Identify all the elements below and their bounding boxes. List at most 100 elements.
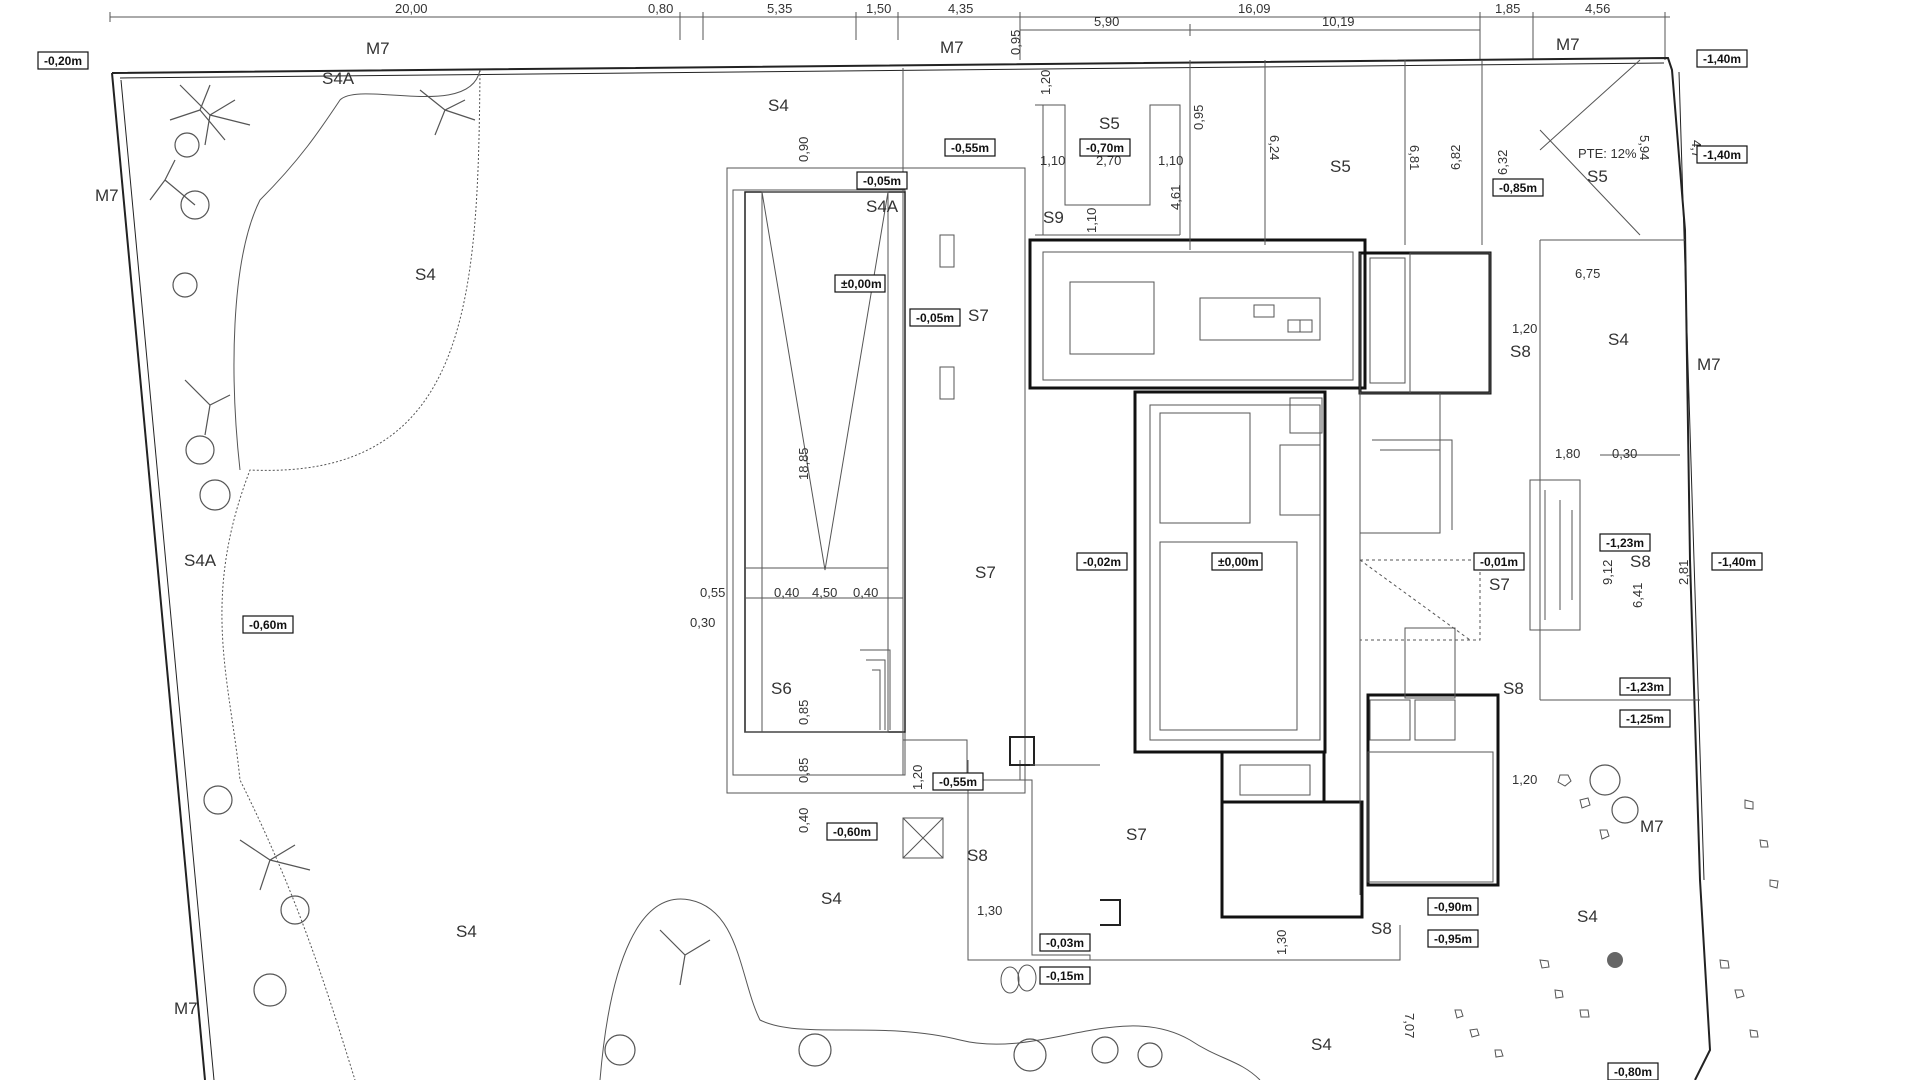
pool-fixtures: [902, 234, 955, 859]
site-boundary: [111, 56, 1712, 1080]
dim-0-80: 0,80: [648, 1, 673, 16]
svg-text:-0,15m: -0,15m: [1046, 969, 1084, 983]
level-tag: -1,23m: [1599, 533, 1651, 552]
zone-s7: S7: [1126, 825, 1147, 844]
level-tag: -1,23m: [1619, 677, 1671, 696]
level-tag: -0,85m: [1492, 178, 1544, 197]
dim-4-35: 4,35: [948, 1, 973, 16]
dim-5-90: 5,90: [1094, 14, 1119, 29]
zone-m7: M7: [940, 38, 964, 57]
dim-1-20-d: 1,20: [1512, 772, 1537, 787]
svg-text:-0,70m: -0,70m: [1086, 141, 1124, 155]
zone-m7: M7: [1640, 817, 1664, 836]
zone-s4: S4: [821, 889, 842, 908]
zone-m7: M7: [1697, 355, 1721, 374]
svg-text:-1,40m: -1,40m: [1718, 555, 1756, 569]
level-tag: -0,05m: [856, 171, 908, 190]
dim-1-20-b: 1,20: [910, 765, 925, 790]
zone-s5: S5: [1330, 157, 1351, 176]
dim-4-50: 4,50: [812, 585, 837, 600]
zone-s8: S8: [1510, 342, 1531, 361]
zone-s4: S4: [456, 922, 477, 941]
dim-1-20-a: 1,20: [1038, 70, 1053, 95]
level-tag: -0,15m: [1039, 966, 1091, 985]
zone-m7: M7: [174, 999, 198, 1018]
svg-text:-1,23m: -1,23m: [1606, 536, 1644, 550]
svg-text:-0,60m: -0,60m: [249, 618, 287, 632]
level-tag: -0,20m: [37, 51, 89, 70]
level-tag: -0,03m: [1039, 933, 1091, 952]
svg-text:-0,95m: -0,95m: [1434, 932, 1472, 946]
zone-s5: S5: [1587, 167, 1608, 186]
zone-s4a: S4A: [322, 69, 355, 88]
zone-s4a: S4A: [866, 197, 899, 216]
dim-6-32: 6,32: [1495, 150, 1510, 175]
level-tag: -0,02m: [1076, 552, 1128, 571]
svg-text:-0,55m: -0,55m: [951, 141, 989, 155]
dim-4-56: 4,56: [1585, 1, 1610, 16]
level-tag: ±0,00m: [834, 274, 886, 293]
svg-text:±0,00m: ±0,00m: [841, 277, 882, 291]
dim-1-20-c: 1,20: [1512, 321, 1537, 336]
house-walls: [1028, 238, 1500, 919]
dim-0-85-b: 0,85: [796, 758, 811, 783]
svg-text:-0,05m: -0,05m: [863, 174, 901, 188]
svg-text:-0,60m: -0,60m: [833, 825, 871, 839]
zone-codes: M7 M7 M7 M7 M7 M7 M7 S4A S4A S4A S4 S4 S…: [95, 35, 1721, 1054]
dim-4-61: 4,61: [1168, 185, 1183, 210]
svg-text:-1,23m: -1,23m: [1626, 680, 1664, 694]
dim-0-95: 0,95: [1008, 30, 1023, 55]
zone-s8: S8: [1630, 552, 1651, 571]
svg-text:-1,40m: -1,40m: [1703, 148, 1741, 162]
zone-m7: M7: [1556, 35, 1580, 54]
dim-1-10-b: 1,10: [1158, 153, 1183, 168]
dim-18-85: 18,85: [796, 447, 811, 480]
dim-5-94: 5,94: [1637, 135, 1652, 160]
level-tag: -0,55m: [944, 138, 996, 157]
upper-patio: [1035, 59, 1685, 250]
dim-0-30-a: 0,30: [690, 615, 715, 630]
level-tag: -1,40m: [1696, 145, 1748, 164]
top-dimension-chain: 20,00 0,80 5,35 1,50 4,35 5,90 16,09 10,…: [109, 1, 1670, 60]
level-tag: -0,01m: [1473, 552, 1525, 571]
svg-text:-0,02m: -0,02m: [1083, 555, 1121, 569]
stepping-stones: [1000, 774, 1779, 1058]
level-tag: -0,60m: [242, 615, 294, 634]
dim-6-75: 6,75: [1575, 266, 1600, 281]
dim-2-70: 2,70: [1096, 153, 1121, 168]
zone-s4: S4: [768, 96, 789, 115]
dim-16-09: 16,09: [1238, 1, 1271, 16]
svg-text:-0,20m: -0,20m: [44, 54, 82, 68]
zone-s4a: S4A: [184, 551, 217, 570]
slope-label: PTE: 12%: [1578, 146, 1637, 161]
dim-0-90: 0,90: [796, 137, 811, 162]
dim-6-41: 6,41: [1630, 583, 1645, 608]
dim-1-80: 1,80: [1555, 446, 1580, 461]
level-tag: -0,80m: [1607, 1062, 1659, 1080]
svg-text:-0,55m: -0,55m: [939, 775, 977, 789]
dim-0-40-c: 0,40: [796, 808, 811, 833]
zone-s4: S4: [1608, 330, 1629, 349]
zone-s4: S4: [1577, 907, 1598, 926]
dim-0-40-b: 0,40: [853, 585, 878, 600]
svg-text:-0,05m: -0,05m: [916, 311, 954, 325]
zone-s7: S7: [968, 306, 989, 325]
dim-0-55: 0,55: [700, 585, 725, 600]
dim-10-19: 10,19: [1322, 14, 1355, 29]
zone-m7: M7: [366, 39, 390, 58]
dim-1-30-b: 1,30: [1274, 930, 1289, 955]
dim-1-85: 1,85: [1495, 1, 1520, 16]
dim-6-82: 6,82: [1448, 145, 1463, 170]
level-tag: -1,25m: [1619, 709, 1671, 728]
zone-s9: S9: [1043, 208, 1064, 227]
lawn-edge: [221, 69, 1261, 1080]
zone-s8: S8: [967, 846, 988, 865]
svg-text:-1,25m: -1,25m: [1626, 712, 1664, 726]
zone-s5: S5: [1099, 114, 1120, 133]
level-tag: -0,95m: [1427, 929, 1479, 948]
zone-s6: S6: [771, 679, 792, 698]
dim-1-50: 1,50: [866, 1, 891, 16]
landscape-plants: [149, 84, 1639, 1072]
zone-s4: S4: [1311, 1035, 1332, 1054]
